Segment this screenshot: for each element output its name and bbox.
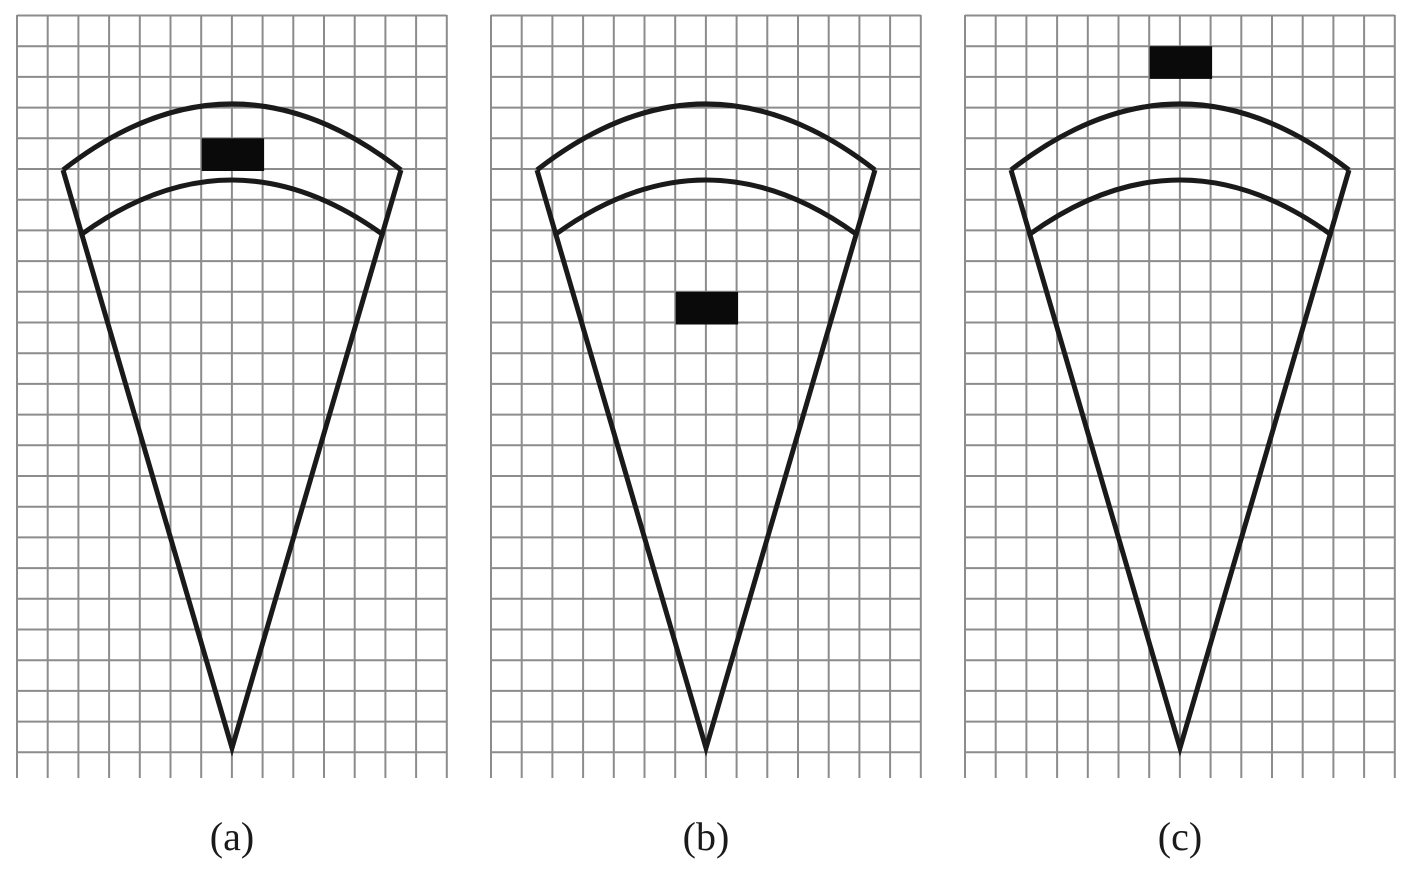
panel-c: (c) (964, 14, 1396, 859)
outer-arc-b (535, 101, 877, 172)
grid-c (964, 14, 1396, 778)
sector-sides-a (60, 169, 404, 757)
sector-sides-b (534, 169, 878, 757)
sector-a (60, 101, 404, 757)
inner-arc-b (554, 177, 858, 237)
sector-sides-c (1008, 169, 1352, 757)
caption-b: (b) (683, 814, 730, 859)
marker-rect-c (1149, 46, 1213, 79)
sector-b (534, 101, 878, 757)
outer-arc-a (61, 101, 403, 172)
panel-a: (a) (16, 14, 448, 859)
marker-rect-a (201, 138, 265, 171)
outer-arc-c (1009, 101, 1351, 172)
panel-b: (b) (490, 14, 922, 859)
inner-arc-c (1028, 177, 1332, 237)
sector-c (1008, 101, 1352, 757)
inner-arc-a (80, 177, 384, 237)
marker-rect-b (675, 291, 739, 325)
grid-a (16, 14, 448, 778)
grid-b (490, 14, 922, 778)
caption-c: (c) (1158, 814, 1202, 859)
caption-a: (a) (210, 814, 254, 859)
